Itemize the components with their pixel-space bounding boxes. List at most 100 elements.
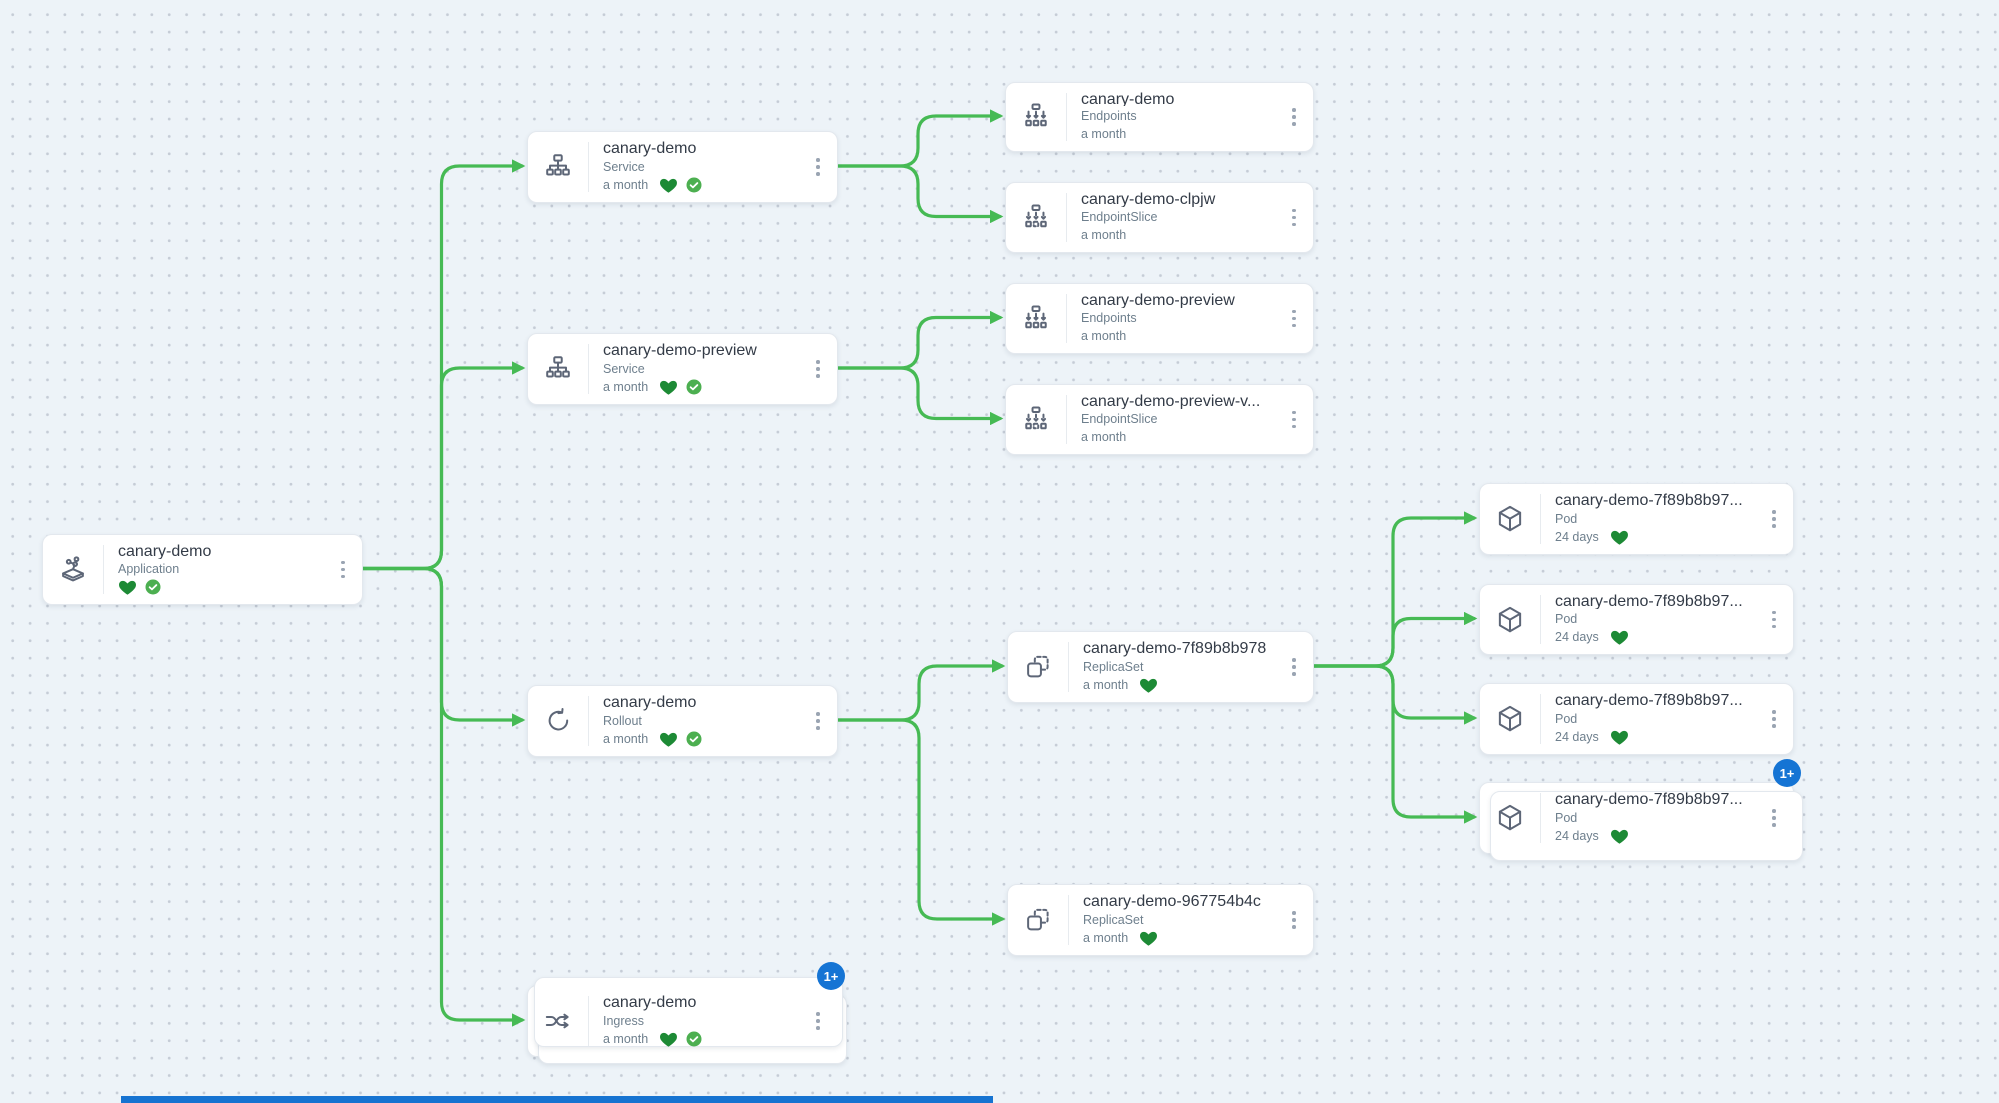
resource-age: 24 days	[1555, 829, 1599, 843]
resource-name: canary-demo	[118, 543, 212, 559]
card-body: canary-demo-7f89b8b97... Pod 24 days	[1541, 484, 1761, 554]
card-divider	[1540, 595, 1541, 644]
resource-meta: 24 days	[1555, 728, 1755, 746]
node-card-pod-3[interactable]: canary-demo-7f89b8b97... Pod 24 days	[1479, 683, 1794, 755]
node-card-rollout-canary-demo[interactable]: canary-demo Rollout a month	[527, 685, 838, 757]
node-menu-button[interactable]	[1281, 885, 1307, 955]
resource-name: canary-demo-967754b4c	[1083, 893, 1261, 910]
card-divider	[1066, 93, 1067, 141]
resource-age: a month	[1081, 430, 1127, 444]
edge-svc-canary-demo-preview-to-eps-canary-demo-preview-v	[834, 366, 1004, 426]
node-card-svc-canary-demo-preview[interactable]: canary-demo-preview Service a month	[527, 333, 838, 405]
resource-kind: EndpointSlice	[1081, 411, 1158, 426]
resource-age: 24 days	[1555, 630, 1599, 644]
group-count-badge[interactable]: 1+	[1773, 759, 1801, 787]
resource-age: 24 days	[1555, 730, 1599, 744]
node-card-rs-967754b4c[interactable]: canary-demo-967754b4c ReplicaSet a month	[1007, 884, 1314, 956]
resource-age: a month	[1081, 329, 1127, 343]
node-menu-button[interactable]	[1761, 484, 1787, 554]
pod-icon	[1480, 585, 1540, 654]
resource-name: canary-demo	[603, 694, 697, 711]
healthy-heart-icon	[1139, 676, 1158, 695]
edge-app-to-svc-canary-demo-preview	[359, 361, 526, 571]
resource-meta: a month	[1083, 676, 1275, 694]
card-body: canary-demo-7f89b8b97... Pod 24 days	[1541, 585, 1761, 654]
card-divider	[1066, 395, 1067, 444]
node-card-ingress-canary-demo[interactable]: canary-demo Ingress a month 1+	[527, 962, 845, 1057]
resource-meta: a month	[1081, 428, 1275, 446]
endpoints-icon	[1006, 83, 1066, 151]
ingress-icon	[528, 986, 588, 1056]
pod-icon	[1480, 783, 1540, 853]
resource-meta: a month	[603, 730, 799, 748]
card-body: canary-demo Rollout a month	[589, 686, 805, 756]
service-icon	[528, 334, 588, 404]
edge-svc-canary-demo-to-ep-canary-demo	[834, 109, 1004, 168]
card-divider	[1540, 494, 1541, 544]
node-card-svc-canary-demo[interactable]: canary-demo Service a month	[527, 131, 838, 203]
resource-meta: a month	[1083, 929, 1275, 947]
card-body: canary-demo-7f89b8b97... Pod 24 days	[1541, 783, 1761, 853]
edge-svc-canary-demo-to-eps-canary-demo-clpjw	[834, 164, 1004, 224]
resource-age: a month	[603, 178, 649, 192]
healthy-heart-icon	[1610, 827, 1629, 846]
edge-rs-7f89b8b978-to-pod-2	[1310, 611, 1478, 668]
node-menu-button[interactable]	[1761, 783, 1787, 853]
resource-name: canary-demo	[1081, 91, 1175, 106]
resource-kind: Service	[603, 159, 645, 174]
synced-check-icon	[685, 176, 703, 194]
synced-check-icon	[144, 578, 162, 596]
node-menu-button[interactable]	[1761, 585, 1787, 654]
node-menu-button[interactable]	[805, 686, 831, 756]
resource-kind: Endpoints	[1081, 310, 1137, 325]
node-card-pod-1[interactable]: canary-demo-7f89b8b97... Pod 24 days	[1479, 483, 1794, 555]
synced-check-icon	[685, 730, 703, 748]
card-body: canary-demo Endpoints a month	[1067, 83, 1281, 151]
node-menu-button[interactable]	[1281, 284, 1307, 353]
node-menu-button[interactable]	[1761, 684, 1787, 754]
node-menu-button[interactable]	[805, 986, 831, 1056]
resource-meta: 24 days	[1555, 827, 1755, 845]
replicaset-icon	[1008, 632, 1068, 702]
node-menu-button[interactable]	[1281, 83, 1307, 151]
card-divider	[1066, 294, 1067, 343]
resource-kind: Pod	[1555, 611, 1578, 626]
synced-check-icon	[685, 1030, 703, 1048]
node-menu-button[interactable]	[805, 334, 831, 404]
card-divider	[1068, 642, 1069, 692]
card-divider	[1540, 793, 1541, 843]
resource-meta: a month	[1081, 125, 1275, 143]
card-body: canary-demo-preview Service a month	[589, 334, 805, 404]
node-card-ep-canary-demo-preview[interactable]: canary-demo-preview Endpoints a month	[1005, 283, 1314, 354]
healthy-heart-icon	[659, 176, 678, 195]
node-menu-button[interactable]	[805, 132, 831, 202]
card-body: canary-demo Service a month	[589, 132, 805, 202]
resource-name: canary-demo-7f89b8b97...	[1555, 593, 1743, 609]
node-menu-button[interactable]	[330, 535, 356, 604]
card-divider	[588, 142, 589, 192]
node-card-eps-canary-demo-preview-v[interactable]: canary-demo-preview-v... EndpointSlice a…	[1005, 384, 1314, 455]
resource-age: a month	[603, 732, 649, 746]
node-card-pod-4[interactable]: canary-demo-7f89b8b97... Pod 24 days 1+	[1479, 759, 1801, 854]
group-count-badge[interactable]: 1+	[817, 962, 845, 990]
node-card-rs-7f89b8b978[interactable]: canary-demo-7f89b8b978 ReplicaSet a mont…	[1007, 631, 1314, 703]
node-menu-button[interactable]	[1281, 183, 1307, 252]
horizontal-scrollbar[interactable]	[121, 1096, 993, 1103]
node-card-ep-canary-demo[interactable]: canary-demo Endpoints a month	[1005, 82, 1314, 152]
card-divider	[1066, 193, 1067, 242]
resource-name: canary-demo-preview	[603, 342, 757, 359]
node-menu-button[interactable]	[1281, 385, 1307, 454]
endpointslice-icon	[1006, 183, 1066, 252]
resource-meta: 24 days	[1555, 528, 1755, 546]
node-card-app[interactable]: canary-demo Application	[42, 534, 363, 605]
resource-meta: a month	[603, 378, 799, 396]
edge-svc-canary-demo-preview-to-ep-canary-demo-preview	[834, 310, 1004, 370]
node-card-eps-canary-demo-clpjw[interactable]: canary-demo-clpjw EndpointSlice a month	[1005, 182, 1314, 253]
card-body: canary-demo-preview Endpoints a month	[1067, 284, 1281, 353]
resource-kind: Rollout	[603, 713, 642, 728]
resource-name: canary-demo	[603, 140, 697, 157]
card-divider	[103, 545, 104, 594]
node-card-pod-2[interactable]: canary-demo-7f89b8b97... Pod 24 days	[1479, 584, 1794, 655]
pod-icon	[1480, 684, 1540, 754]
node-menu-button[interactable]	[1281, 632, 1307, 702]
